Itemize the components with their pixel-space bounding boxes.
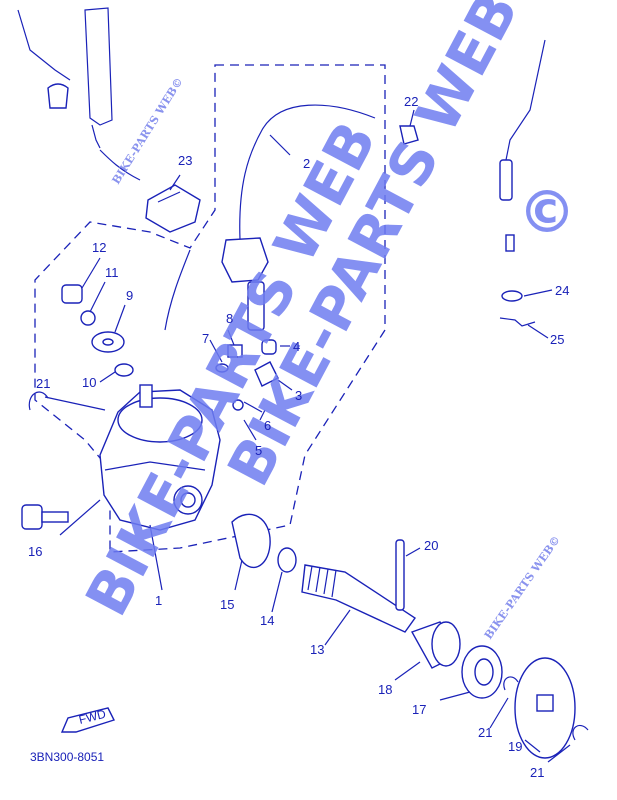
oil-pump-body [99,384,221,531]
watermark-copyright: © [518,178,576,246]
label-part-26: 25 [550,332,564,347]
label-part-19: 19 [508,739,522,754]
part-15-gasket [231,513,271,569]
label-part-4: 4 [293,339,300,354]
watermark-small-2: BIKE-PARTS WEB© [482,533,563,641]
label-part-21-b: 21 [530,765,544,780]
label-part-3: 3 [295,388,302,403]
label-part-6: 6 [264,418,271,433]
part-22-clip [28,391,49,411]
label-part-5: 5 [255,443,262,458]
diagram-code: 3BN300-8051 [30,750,104,764]
label-part-18: 18 [378,682,392,697]
label-part-12: 12 [92,240,106,255]
part-18-collar [410,621,461,669]
part-13-shaft [301,564,416,633]
label-part-17: 17 [412,702,426,717]
leader-lines [44,109,571,763]
label-part-1: 1 [155,593,162,608]
label-part-13: 13 [310,642,324,657]
part-2-cable [221,104,419,331]
part-17-bearing [461,645,503,699]
part-14-washer [277,547,297,573]
label-part-21-a: 21 [478,725,492,740]
label-part-16: 16 [28,544,42,559]
watermark-small-1: BIKE-PARTS WEB© [110,75,186,186]
oil-hose [164,249,191,331]
label-part-11: 11 [105,265,119,280]
label-part-23: 22 [404,94,418,109]
oil-tank-fragment [17,7,141,181]
part-20-pin [395,539,405,611]
label-part-7: 7 [202,331,209,346]
label-part-8: 8 [226,311,233,326]
label-part-22: 21 [36,376,50,391]
part-24-clamp [145,184,201,233]
part-16-bolt [21,504,69,530]
label-part-15: 15 [220,597,234,612]
label-part-10: 10 [82,375,96,390]
label-part-25: 24 [555,283,569,298]
fwd-text: FWD [77,707,107,727]
right-cable-assembly [499,39,546,327]
label-part-24: 23 [178,153,192,168]
label-part-9: 9 [126,288,133,303]
fittings-cluster [215,339,279,413]
part-21-circlip-b [572,725,589,741]
label-part-14: 14 [260,613,274,628]
fwd-arrow: FWD [60,707,115,733]
part-19-gear [514,657,576,759]
label-part-2: 2 [303,156,310,171]
washers-and-nuts [61,284,134,377]
part-21-circlip-a [503,676,519,691]
label-part-20: 20 [424,538,438,553]
